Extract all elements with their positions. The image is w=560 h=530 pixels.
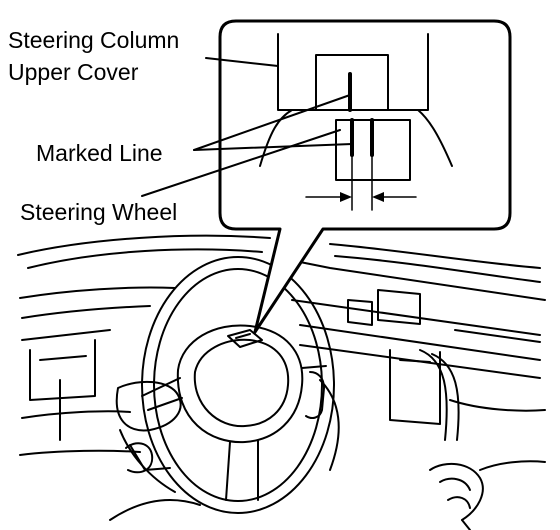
label-marked-line: Marked Line: [36, 140, 163, 166]
label-upper-cover: Upper Cover: [8, 59, 139, 85]
label-steering-wheel: Steering Wheel: [20, 199, 178, 225]
leader-marked-line-cover: [193, 94, 351, 151]
label-steering-column: Steering Column: [8, 27, 180, 53]
leader-column-cover: [205, 57, 279, 67]
steering-wheel-drawing: [115, 256, 335, 514]
inset-detail: [259, 33, 453, 211]
leader-marked-line-wheel: [193, 143, 353, 151]
leader-steering-wheel: [141, 129, 341, 197]
leader-lines: [141, 57, 353, 197]
callout-balloon: [218, 19, 512, 334]
